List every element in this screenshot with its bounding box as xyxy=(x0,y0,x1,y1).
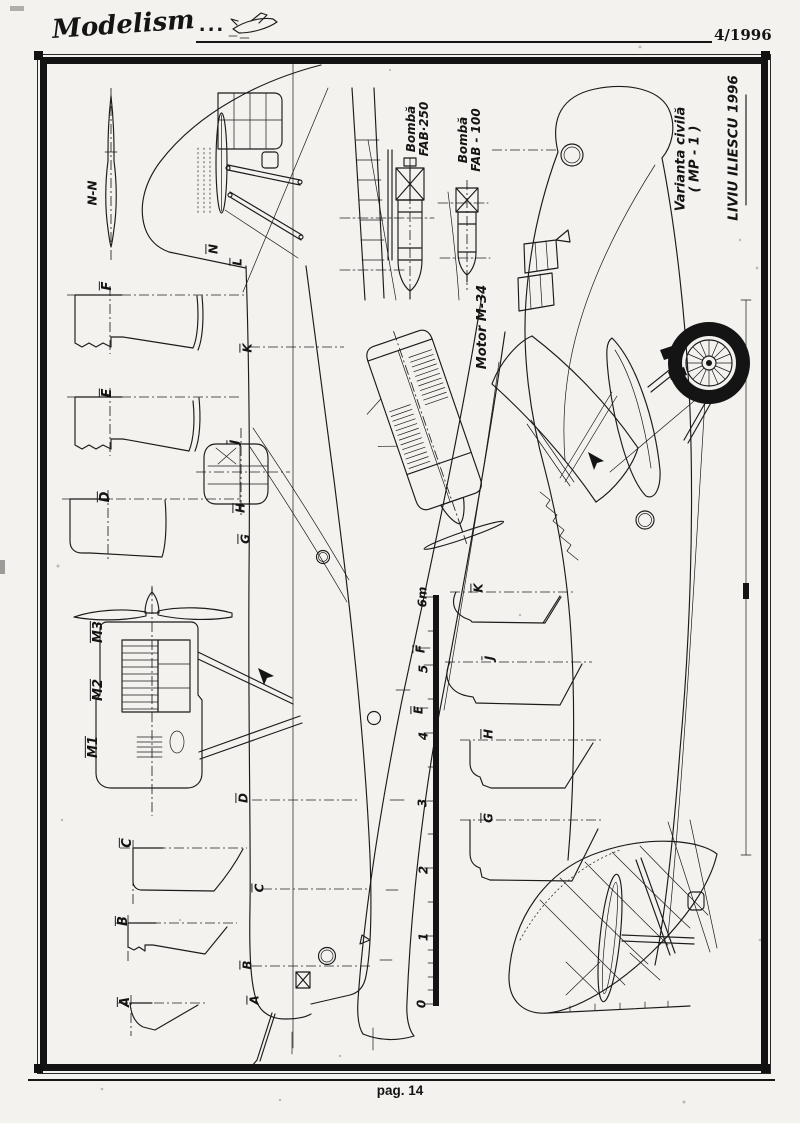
scale-ruler xyxy=(413,595,439,1006)
logo-text: Modelism xyxy=(51,5,196,45)
hull-station-B: B xyxy=(239,960,255,970)
mid-sections-column xyxy=(446,591,599,882)
bomb-fab250-detail xyxy=(339,87,435,301)
hull-station-G: G xyxy=(237,534,253,544)
footer-rule xyxy=(28,1079,775,1081)
section-letter-A: A xyxy=(116,996,134,1008)
turret-detail xyxy=(203,443,269,505)
magazine-logo: Modelism ... xyxy=(51,5,281,45)
section-letter-D: D xyxy=(96,491,114,503)
ruler-tick-6m: 6m xyxy=(415,586,430,608)
wheel-spokes xyxy=(685,339,733,387)
engine-front-view xyxy=(73,587,303,789)
section-letter-F: F xyxy=(98,281,116,291)
label-bomb-fab100: Bombă FAB - 100 xyxy=(455,108,483,172)
frame-corner xyxy=(34,51,43,60)
hull-station-H: H xyxy=(232,502,248,514)
wheel xyxy=(668,322,750,404)
airfoil-section-drawing xyxy=(104,95,118,248)
frame-corner xyxy=(761,1064,770,1073)
header-rule xyxy=(196,41,712,43)
bomb100-word: Bombă xyxy=(455,116,470,164)
ruler-tick-0: 0 xyxy=(414,999,429,1009)
ruler-station-E: E xyxy=(410,705,426,715)
mid-section-H: H xyxy=(480,728,496,740)
frame-corner xyxy=(34,1064,43,1073)
frame-corner xyxy=(761,51,770,60)
issue-number: 4/1996 xyxy=(714,26,772,44)
label-variant: Varianta civilă ( MP - 1 ) xyxy=(673,106,704,212)
variant-line1: Varianta civilă xyxy=(673,106,689,212)
center-hull-plan xyxy=(357,294,639,1041)
hull-station-J: J xyxy=(226,439,242,445)
ruler-tick-2: 2 xyxy=(416,865,431,875)
engine-view-label-M3: M3 xyxy=(89,621,107,643)
label-bomb-fab250: Bombă FAB·250 xyxy=(403,101,431,157)
airfoil-label: N-N xyxy=(85,180,100,206)
scan-speckles xyxy=(0,6,762,1104)
mid-section-K: K xyxy=(470,583,486,593)
section-letter-C: C xyxy=(118,838,136,848)
ruler-tick-4: 4 xyxy=(416,731,431,741)
section-letter-B: B xyxy=(114,916,132,926)
variant-line2: ( MP - 1 ) xyxy=(688,125,703,193)
hull-station-K: K xyxy=(239,343,255,353)
right-tailplane-group xyxy=(508,840,718,1014)
ruler-station-F: F xyxy=(412,644,428,654)
section-letter-E: E xyxy=(98,388,116,398)
tail-detail-group xyxy=(141,64,329,293)
hull-station-A: A xyxy=(246,995,262,1005)
label-engine: Motor M-34 xyxy=(474,284,490,370)
hull-station-L: L xyxy=(229,258,245,266)
ruler-tick-5: 5 xyxy=(416,664,431,674)
engine-side-view xyxy=(366,329,505,550)
label-author: LIVIU ILIESCU 1996 xyxy=(725,75,742,221)
left-sections-column xyxy=(69,294,244,1031)
drawing-frame xyxy=(37,54,771,1074)
logo-dots: ... xyxy=(198,14,226,36)
ruler-tick-3: 3 xyxy=(415,798,430,808)
bomb100-type: FAB - 100 xyxy=(469,108,483,172)
bomb250-type: FAB·250 xyxy=(417,101,431,157)
hull-station-D: D xyxy=(235,793,251,803)
mid-section-J: J xyxy=(481,655,497,661)
ruler-tick-1: 1 xyxy=(416,932,431,942)
bomb250-word: Bombă xyxy=(403,105,418,153)
mid-section-G: G xyxy=(480,813,496,823)
hull-station-N: N xyxy=(205,243,221,255)
bomb-fab100-detail xyxy=(437,187,491,301)
page-number: pag. 14 xyxy=(376,1083,424,1098)
left-hull-side-view xyxy=(203,265,382,1067)
engine-view-label-M2: M2 xyxy=(89,679,107,701)
plane-doodle-icon xyxy=(228,12,278,39)
hull-station-C: C xyxy=(251,883,267,893)
engine-view-label-M1: M1 xyxy=(84,736,102,758)
